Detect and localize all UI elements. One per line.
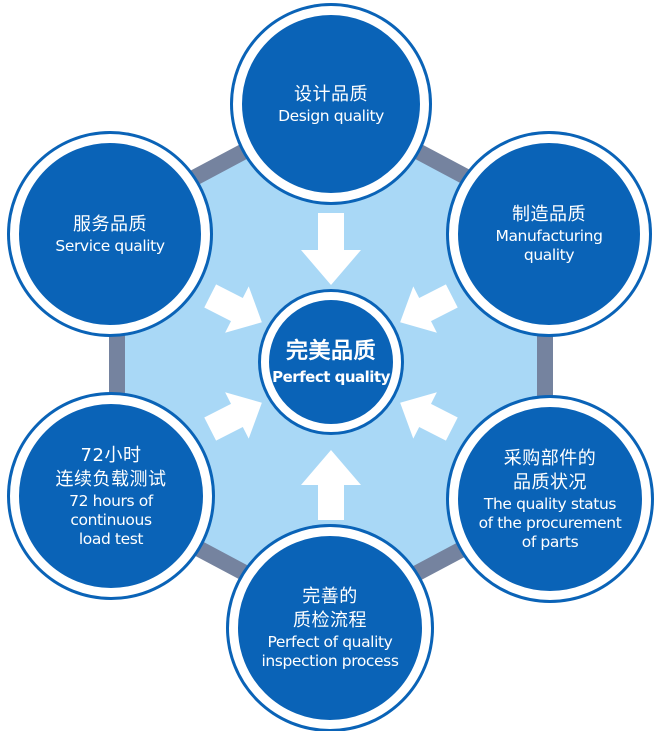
arrow-right-up-icon: [204, 392, 262, 441]
node-label-zh: 服务品质: [73, 213, 147, 235]
node-label-zh-line2: 品质状况: [513, 471, 587, 493]
node-label-en: of parts: [521, 532, 579, 551]
center-node: 完美品质 Perfect quality: [261, 292, 401, 432]
node-label-en: Perfect of quality: [267, 633, 393, 651]
node-label-en: continuous: [70, 510, 152, 529]
node-load-test: 72小时 连续负载测试 72 hours of continuous load …: [10, 395, 212, 597]
node-label-en: Manufacturing: [495, 227, 603, 245]
node-label-zh: 采购部件的: [503, 447, 597, 469]
node-label-zh-line2: 质检流程: [293, 610, 367, 631]
node-label-en: 72 hours of: [69, 491, 153, 510]
node-service-quality: 服务品质 Service quality: [10, 134, 210, 334]
arrow-up-icon: [301, 450, 361, 520]
node-inspection-process: 完善的 质检流程 Perfect of quality inspection p…: [229, 527, 431, 729]
node-manufacturing-quality: 制造品质 Manufacturing quality: [449, 134, 649, 334]
center-label-en: Perfect quality: [272, 368, 390, 386]
arrow-right-down-icon: [204, 284, 262, 333]
arrow-down-icon: [301, 213, 361, 285]
node-label-en: Design quality: [278, 106, 384, 125]
arrow-left-up-icon: [400, 392, 458, 441]
node-label-en: quality: [523, 246, 575, 264]
node-label-en: of the procurement: [478, 513, 622, 532]
node-label-en: Service quality: [55, 236, 165, 255]
node-design-quality: 设计品质 Design quality: [233, 6, 429, 202]
node-label-zh-line2: 连续负载测试: [55, 468, 167, 490]
node-label-zh: 72小时: [80, 444, 142, 466]
node-label-en: inspection process: [261, 652, 399, 670]
arrow-left-down-icon: [400, 284, 458, 333]
node-label-zh: 完善的: [302, 586, 358, 607]
node-label-en: load test: [78, 529, 144, 548]
node-label-zh: 设计品质: [294, 83, 368, 105]
node-label-en: The quality status: [483, 494, 617, 513]
node-label-zh: 制造品质: [512, 204, 586, 225]
node-procurement-quality: 采购部件的 品质状况 The quality status of the pro…: [449, 398, 651, 600]
center-label-zh: 完美品质: [285, 339, 376, 364]
